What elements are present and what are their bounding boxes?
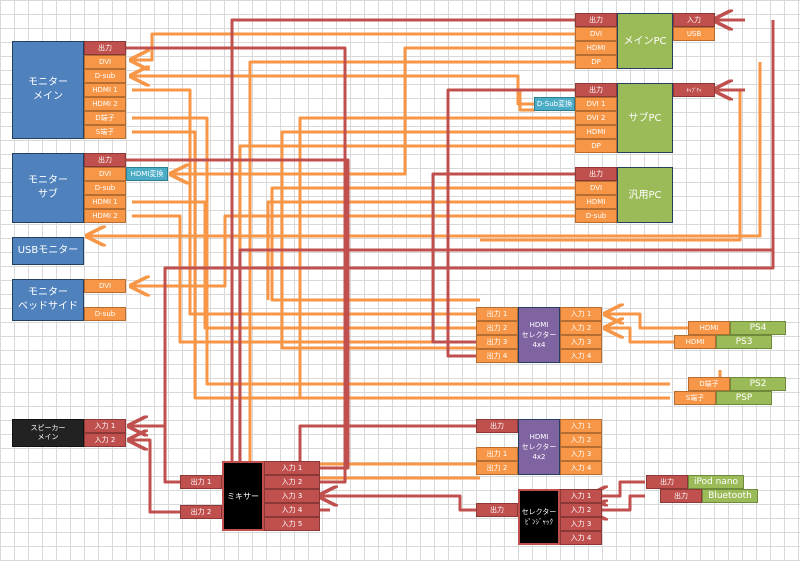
sub-pc-port-output: 出力 [575, 83, 617, 97]
mixer-input-2: 入力 2 [264, 475, 320, 489]
general-pc-port-dsub: D-sub [575, 209, 617, 223]
hdmi-selector-4x4: HDMI セレクター 4x4 [518, 307, 560, 363]
monitor-main-port-d: D端子 [84, 111, 126, 125]
sub-pc-port-dvi1: DVI 1 [575, 97, 617, 111]
mixer: ミキサー [222, 461, 264, 531]
ps2-port: D端子 [688, 377, 730, 391]
hdmi44-input-3: 入力 3 [560, 335, 602, 349]
hdmi42-output: 出力 [476, 419, 518, 433]
monitor-main-port-hdmi2: HDMI 2 [84, 97, 126, 111]
monitor-bedside-port-dsub: D-sub [84, 307, 126, 321]
bluetooth: Bluetooth [702, 489, 758, 503]
ps4: PS4 [730, 321, 786, 335]
hdmi44-output-2: 出力 2 [476, 321, 518, 335]
monitor-usb: USBモニター [12, 237, 84, 265]
monitor-main-port-s: S端子 [84, 125, 126, 139]
selector-input-4: 入力 4 [560, 531, 602, 545]
monitor-sub-port-hdmi2: HDMI 2 [84, 209, 126, 223]
dsub-converter: D-Sub変換 [534, 97, 575, 111]
hdmi44-input-2: 入力 2 [560, 321, 602, 335]
hdmi-selector-4x2: HDMI セレクター 4x2 [518, 419, 560, 475]
monitor-sub-port-hdmi1: HDMI 1 [84, 195, 126, 209]
monitor-main-port-output: 出力 [84, 41, 126, 55]
speaker-main: スピーカー メイン [12, 419, 84, 447]
hdmi42-input-3: 入力 3 [560, 447, 602, 461]
hdmi42-output-2: 出力 2 [476, 461, 518, 475]
hdmi44-output-3: 出力 3 [476, 335, 518, 349]
ps3-port: HDMI [674, 335, 716, 349]
monitor-main-port-dsub: D-sub [84, 69, 126, 83]
monitor-sub-port-output: 出力 [84, 153, 126, 167]
monitor-bedside: モニター ベッドサイド [12, 279, 84, 321]
ps3: PS3 [716, 335, 772, 349]
main-pc-port-usb: USB [673, 27, 715, 41]
mixer-output-2: 出力 2 [180, 505, 222, 519]
monitor-sub-port-dvi: DVI [84, 167, 126, 181]
general-pc-port-output: 出力 [575, 167, 617, 181]
general-pc-port-hdmi: HDMI [575, 195, 617, 209]
monitor-sub-port-dsub: D-sub [84, 181, 126, 195]
bluetooth-port: 出力 [660, 489, 702, 503]
mixer-input-5: 入力 5 [264, 517, 320, 531]
monitor-main-port-hdmi1: HDMI 1 [84, 83, 126, 97]
selector-input-3: 入力 3 [560, 517, 602, 531]
hdmi42-input-2: 入力 2 [560, 433, 602, 447]
psp: PSP [716, 391, 772, 405]
monitor-bedside-port-dvi: DVI [84, 279, 126, 293]
general-pc: 汎用PC [617, 167, 673, 223]
selector-input-2: 入力 2 [560, 503, 602, 517]
sub-pc-port-capture: ｷｬﾌﾟﾁｬ [673, 83, 715, 97]
hdmi44-input-4: 入力 4 [560, 349, 602, 363]
hdmi44-output-4: 出力 4 [476, 349, 518, 363]
mixer-input-4: 入力 4 [264, 503, 320, 517]
main-pc-port-dvi: DVI [575, 27, 617, 41]
monitor-main: モニター メイン [12, 41, 84, 139]
sub-pc: サブPC [617, 83, 673, 153]
selector-input-1: 入力 1 [560, 489, 602, 503]
pinjack-selector: セレクター ﾋﾟﾝｼﾞｬｯｸ [518, 489, 560, 545]
main-pc-port-input: 入力 [673, 13, 715, 27]
hdmi42-input-4: 入力 4 [560, 461, 602, 475]
sub-pc-port-dp: DP [575, 139, 617, 153]
speaker-input-1: 入力 1 [84, 419, 126, 433]
ipod-port: 出力 [646, 475, 688, 489]
hdmi44-input-1: 入力 1 [560, 307, 602, 321]
monitor-main-port-dvi: DVI [84, 55, 126, 69]
general-pc-port-dvi: DVI [575, 181, 617, 195]
mixer-input-3: 入力 3 [264, 489, 320, 503]
main-pc-port-output: 出力 [575, 13, 617, 27]
selector-output: 出力 [476, 503, 518, 517]
main-pc: メインPC [617, 13, 673, 69]
ps2: PS2 [730, 377, 786, 391]
mixer-input-1: 入力 1 [264, 461, 320, 475]
sub-pc-port-dvi2: DVI 2 [575, 111, 617, 125]
hdmi-converter: HDMI変換 [126, 167, 168, 181]
monitor-sub: モニター サブ [12, 153, 84, 223]
main-pc-port-hdmi: HDMI [575, 41, 617, 55]
ps4-port: HDMI [688, 321, 730, 335]
sub-pc-port-hdmi: HDMI [575, 125, 617, 139]
hdmi42-output-1: 出力 1 [476, 447, 518, 461]
main-pc-port-dp: DP [575, 55, 617, 69]
hdmi44-output-1: 出力 1 [476, 307, 518, 321]
mixer-output-1: 出力 1 [180, 475, 222, 489]
hdmi42-input-1: 入力 1 [560, 419, 602, 433]
psp-port: S端子 [674, 391, 716, 405]
ipod-nano: iPod nano [688, 475, 744, 489]
speaker-input-2: 入力 2 [84, 433, 126, 447]
